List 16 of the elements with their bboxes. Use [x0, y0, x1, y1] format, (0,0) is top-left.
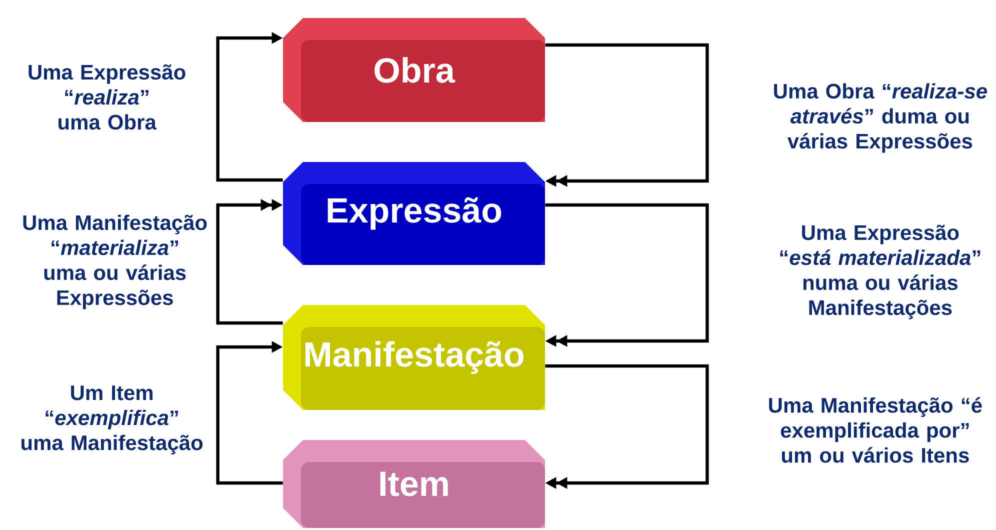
- arrow: [545, 203, 709, 347]
- block-box: Obra: [283, 18, 545, 122]
- arrow: [216, 341, 283, 485]
- edge-label: Uma Manifestação “é exemplificada por” um ou vários Itens: [769, 397, 982, 463]
- block-box: Manifestação: [283, 305, 545, 410]
- block-box: Expressão: [283, 162, 545, 265]
- edge-label: Um Item “exemplifica” uma Manifestação: [22, 386, 203, 454]
- arrow: [216, 199, 283, 325]
- edge-label: Uma Obra “realiza-se através” duma ou várias Expressões: [774, 83, 987, 153]
- arrow: [545, 364, 709, 489]
- edge-label: Uma Manifestação “materializa” uma ou várias Expressões: [23, 214, 207, 310]
- arrow: [545, 43, 709, 187]
- block-box: Item: [283, 440, 545, 528]
- edge-label: Uma Expressão “está materializada” numa ou várias Manifestações: [780, 224, 980, 320]
- edge-label: Uma Expressão “realiza” uma Obra: [28, 64, 186, 130]
- arrow: [216, 32, 283, 182]
